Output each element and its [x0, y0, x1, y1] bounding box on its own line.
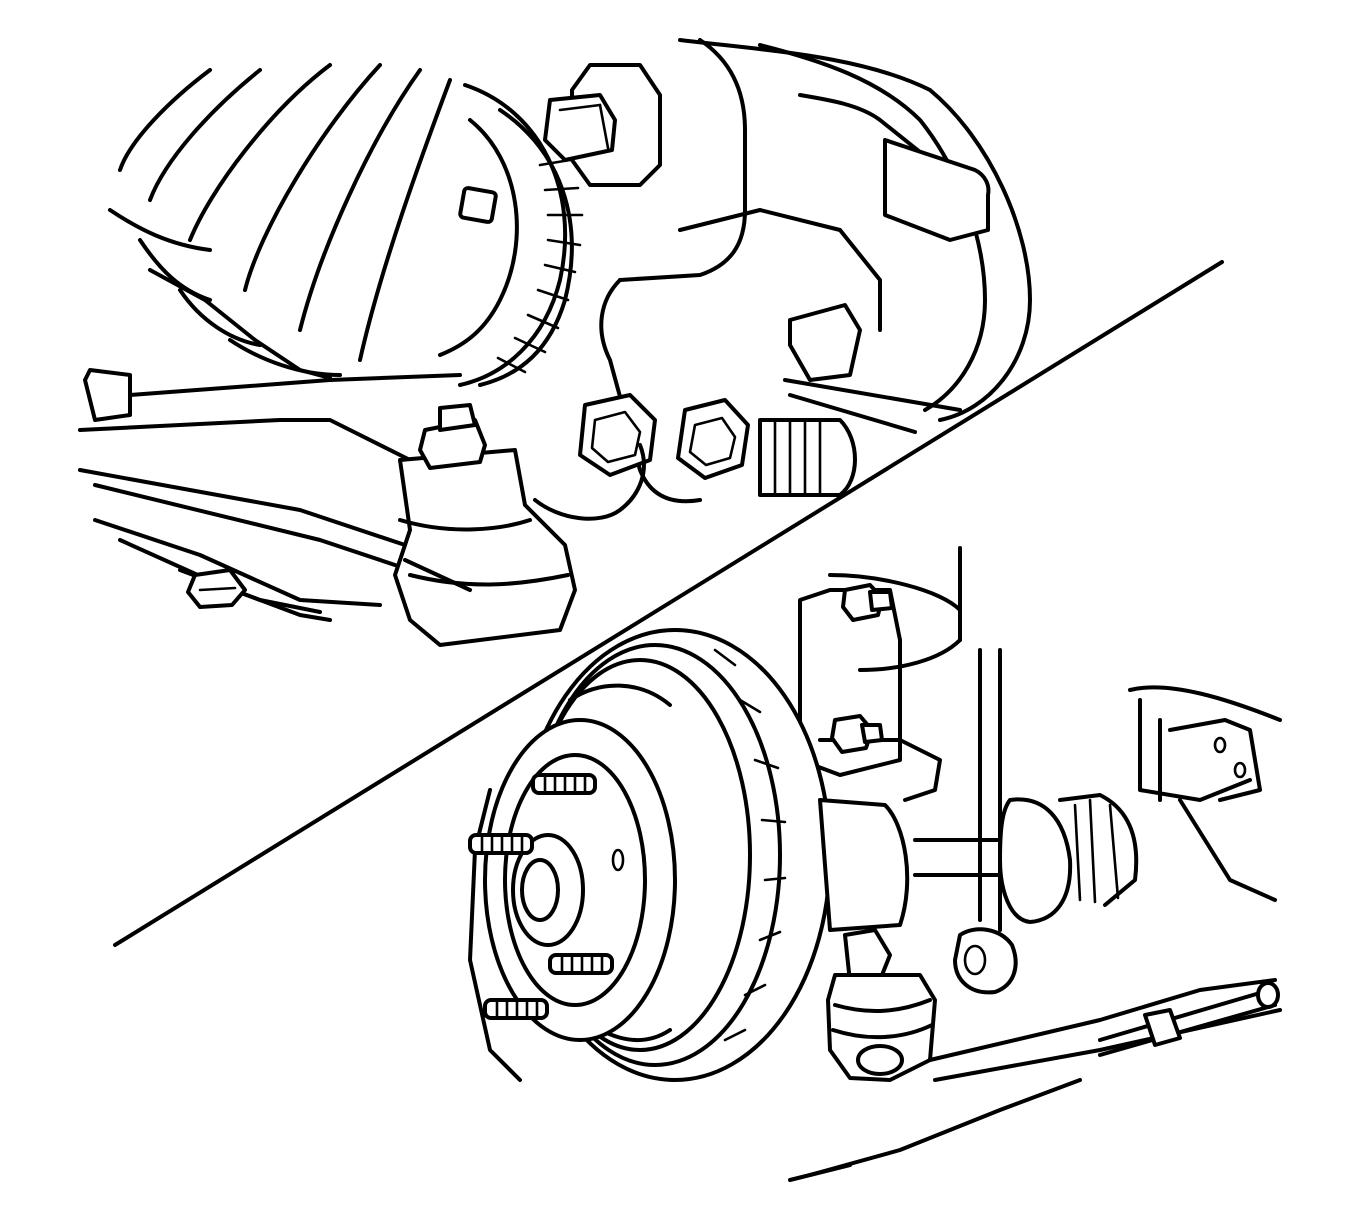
panel-divider-line: [113, 260, 1224, 947]
wheel-stud: [548, 953, 614, 975]
abs-tone-ring: [438, 83, 584, 387]
wheel-stud: [468, 833, 534, 855]
wheel-stud: [531, 773, 597, 795]
strut-bolt-upper: [841, 583, 894, 622]
caliper-bolt-upper: [543, 63, 662, 187]
knuckle-bolt-left: [578, 393, 657, 477]
control-arm-nut: [186, 568, 247, 609]
wheel-stud: [483, 998, 549, 1020]
knuckle-bolt-right: [676, 398, 750, 480]
brake-line-fitting: [1098, 981, 1280, 1057]
stabilizer-link: [953, 927, 1018, 995]
cv-joint-boot: [108, 63, 452, 380]
lower-frame: [788, 685, 1282, 1182]
strut-bolt-lower: [830, 714, 884, 754]
outer-tie-rod-end: [826, 928, 937, 1082]
ball-joint: [393, 403, 577, 647]
brake-hose: [533, 443, 646, 521]
lower-panel: [468, 546, 1282, 1182]
wheel-hub: [468, 718, 677, 1082]
tie-rod-boot: [758, 418, 857, 497]
axle-shaft: [818, 793, 1139, 932]
upper-panel: [78, 38, 1032, 647]
